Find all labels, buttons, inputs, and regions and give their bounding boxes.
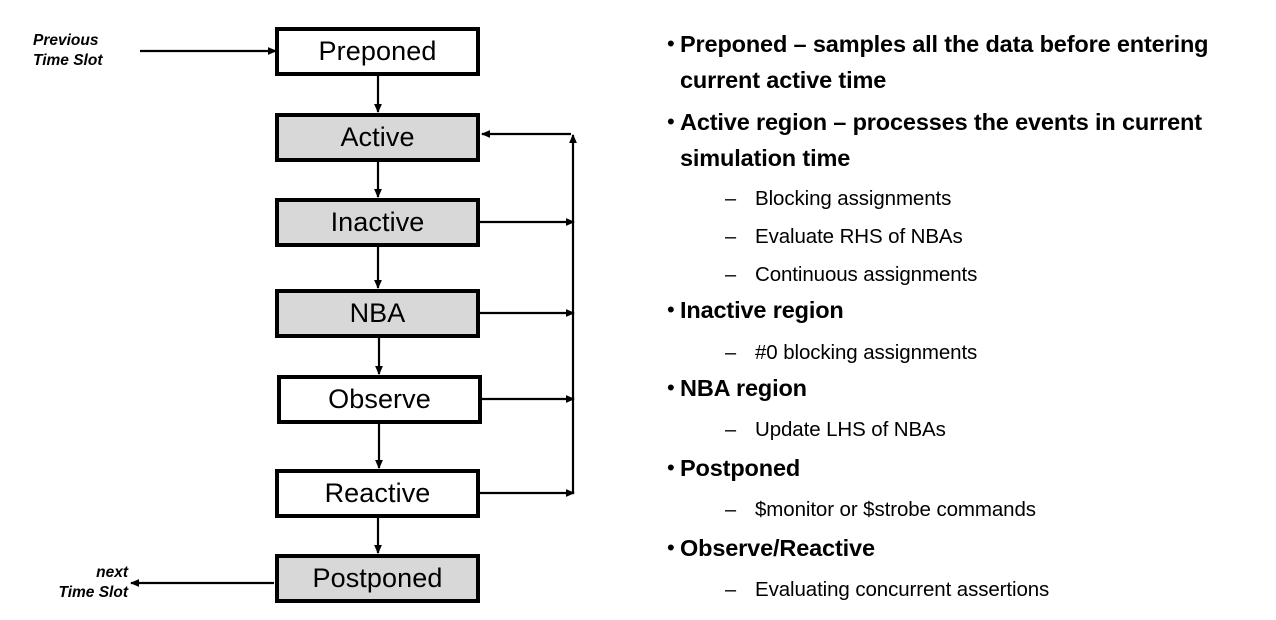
dash-glyph: – (725, 188, 737, 210)
node-observe[interactable]: Observe (277, 375, 482, 424)
list-item: – Continuous assignments (655, 256, 1270, 294)
node-preponed[interactable]: Preponed (275, 27, 480, 76)
list-item: • Inactive region (655, 292, 1270, 328)
bullet-glyph: • (667, 297, 675, 322)
list-item: – $monitor or $strobe commands (655, 491, 1270, 529)
bullet-glyph: • (667, 31, 675, 56)
scheduling-regions-diagram: Preponed Active Inactive NBA Observe Rea… (33, 27, 577, 603)
list-item-text: NBA region (680, 375, 807, 401)
node-preponed-label: Preponed (318, 36, 437, 66)
previous-time-slot-label: Previous Time Slot (33, 32, 103, 69)
list-item: – Blocking assignments (655, 180, 1270, 218)
node-inactive-label: Inactive (330, 207, 425, 237)
list-item: • Active region – processes the events i… (655, 104, 1270, 176)
node-postponed[interactable]: Postponed (275, 554, 480, 603)
dash-glyph: – (725, 226, 737, 248)
node-active[interactable]: Active (275, 113, 480, 162)
list-item-text: Update LHS of NBAs (755, 418, 946, 441)
node-nba-label: NBA (349, 298, 406, 328)
list-item: – Evaluating concurrent assertions (655, 571, 1270, 609)
list-item: • Postponed (655, 450, 1270, 486)
node-postponed-label: Postponed (312, 563, 443, 593)
dash-glyph: – (725, 342, 737, 364)
diagram-connectors (130, 47, 577, 587)
list-item-text: #0 blocking assignments (755, 341, 978, 364)
bullet-glyph: • (667, 455, 675, 480)
dash-glyph: – (725, 579, 737, 601)
region-description-list: • Preponed – samples all the data before… (655, 0, 1276, 620)
node-active-label: Active (340, 122, 415, 152)
dash-glyph: – (725, 264, 737, 286)
list-item-text: Postponed (680, 455, 801, 481)
list-item-text: Preponed – samples all the data before e… (680, 31, 1209, 93)
list-item: • Preponed – samples all the data before… (655, 26, 1270, 98)
list-item-text: $monitor or $strobe commands (755, 498, 1036, 521)
node-reactive[interactable]: Reactive (275, 469, 480, 518)
list-item-text: Observe/Reactive (680, 535, 875, 561)
list-item-text: Evaluate RHS of NBAs (755, 225, 963, 248)
node-nba[interactable]: NBA (275, 289, 480, 338)
bullet-glyph: • (667, 375, 675, 400)
node-inactive[interactable]: Inactive (275, 198, 480, 247)
list-item-text: Evaluating concurrent assertions (755, 578, 1050, 601)
list-item-text: Active region – processes the events in … (680, 109, 1202, 171)
dash-glyph: – (725, 499, 737, 521)
list-item-text: Blocking assignments (755, 187, 952, 210)
list-item: – Evaluate RHS of NBAs (655, 218, 1270, 256)
list-item-text: Inactive region (680, 297, 844, 323)
list-item: – Update LHS of NBAs (655, 411, 1270, 449)
list-item: • NBA region (655, 370, 1270, 406)
next-time-slot-label: next Time Slot (58, 564, 128, 601)
dash-glyph: – (725, 419, 737, 441)
list-item: • Observe/Reactive (655, 530, 1270, 566)
list-item-text: Continuous assignments (755, 263, 978, 286)
list-item: – #0 blocking assignments (655, 334, 1270, 372)
bullet-glyph: • (667, 109, 675, 134)
node-reactive-label: Reactive (324, 478, 431, 508)
node-observe-label: Observe (328, 384, 431, 414)
bullet-glyph: • (667, 535, 675, 560)
